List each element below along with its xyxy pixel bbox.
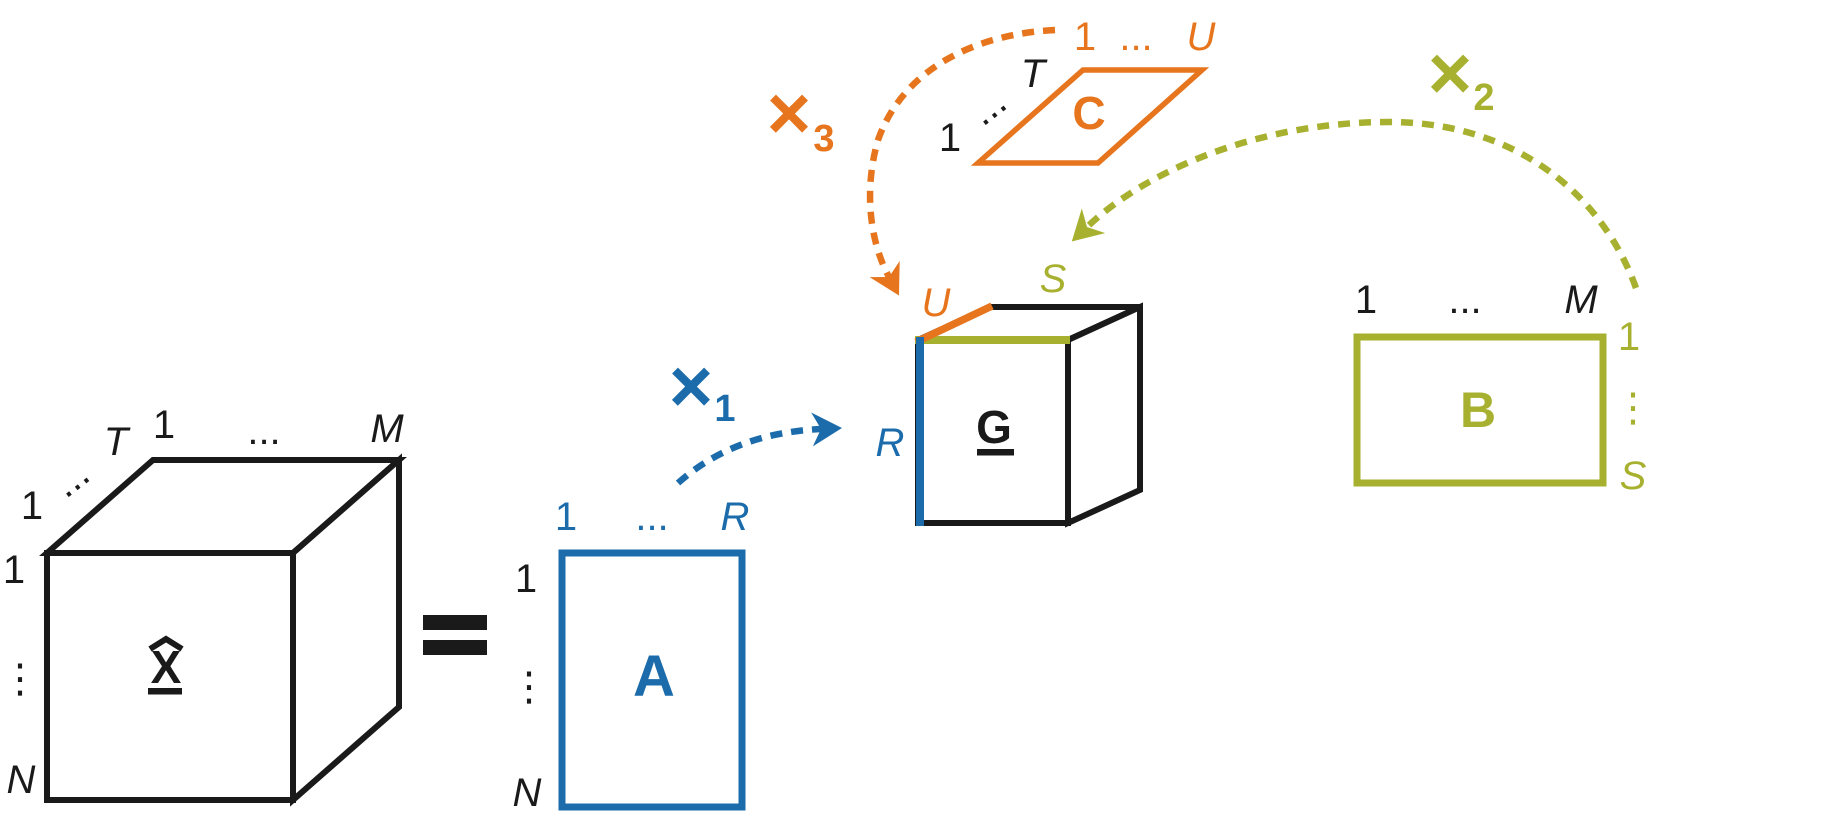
mode2-times-subscript: 2 xyxy=(1473,77,1494,119)
matrix-a: A 1 ... R 1 ⋮ N xyxy=(509,495,749,815)
core-g-dim-top: S xyxy=(1040,257,1067,301)
matrix-c-box xyxy=(970,67,1210,166)
mode2-arrow xyxy=(1071,118,1640,290)
x-axis-depth-last: T xyxy=(104,420,131,464)
mode3-product: × 3 xyxy=(767,26,1056,296)
equals-bar-bottom xyxy=(423,640,487,655)
matrix-c-label: C xyxy=(1072,87,1105,139)
mode3-times-subscript: 3 xyxy=(813,118,834,160)
c-axis-depth-last: T xyxy=(1021,52,1048,96)
x-axis-left-first: 1 xyxy=(3,548,25,592)
matrix-b-label: B xyxy=(1460,382,1496,438)
b-axis-right-dots: ⋮ xyxy=(1613,386,1653,430)
mode2-times-symbol: × xyxy=(1428,31,1472,116)
a-axis-top-first: 1 xyxy=(555,495,577,539)
x-axis-top-dots: ... xyxy=(247,409,280,453)
mode3-arrow xyxy=(866,26,1056,296)
b-axis-top-dots: ... xyxy=(1448,278,1481,322)
core-g-dim-depth: U xyxy=(922,281,952,325)
c-axis-top-dots: ... xyxy=(1119,15,1152,59)
matrix-b: B 1 ... M 1 ⋮ S xyxy=(1353,278,1653,498)
x-axis-depth-first: 1 xyxy=(21,484,43,528)
x-axis-top-first: 1 xyxy=(153,403,175,447)
matrix-c: C 1 ... U T ... 1 xyxy=(939,15,1217,166)
mode1-arrow xyxy=(675,412,842,486)
core-g-depth-edge-u xyxy=(914,302,994,346)
b-axis-top-first: 1 xyxy=(1355,278,1377,322)
b-axis-right-first: 1 xyxy=(1618,315,1640,359)
x-axis-top-last: M xyxy=(370,407,404,451)
equals-bar-top xyxy=(423,615,487,630)
a-axis-top-dots: ... xyxy=(635,495,668,539)
core-g-dim-left: R xyxy=(876,421,905,465)
a-axis-left-last: N xyxy=(513,771,542,815)
mode1-product: × 1 xyxy=(669,344,842,486)
tensor-x-label: X xyxy=(151,641,182,693)
core-g-label: G xyxy=(976,401,1012,453)
a-axis-left-first: 1 xyxy=(515,557,537,601)
mode1-times-subscript: 1 xyxy=(714,388,735,430)
core-g-underline xyxy=(977,449,1014,456)
x-axis-left-last: N xyxy=(7,758,36,802)
c-axis-top-last: U xyxy=(1187,15,1217,59)
tensor-x-front-face xyxy=(44,550,296,803)
mode3-times-symbol: × xyxy=(767,71,811,156)
c-axis-depth-first: 1 xyxy=(939,116,961,160)
core-g-right-face xyxy=(1065,302,1143,528)
x-axis-depth-dots: ... xyxy=(44,451,97,506)
matrix-b-box xyxy=(1353,333,1607,487)
x-axis-left-dots: ⋮ xyxy=(0,657,40,701)
mode2-product: × 2 xyxy=(1071,31,1640,290)
matrix-a-box xyxy=(558,549,746,811)
matrix-a-label: A xyxy=(633,644,675,709)
c-axis-depth-dots: ... xyxy=(961,79,1014,134)
equals-sign xyxy=(423,615,487,655)
core-tensor-g: G R U S xyxy=(876,257,1143,528)
tensor-x-underline xyxy=(148,688,182,695)
mode1-times-symbol: × xyxy=(669,344,713,429)
a-axis-top-last: R xyxy=(721,495,750,539)
a-axis-left-dots: ⋮ xyxy=(509,665,549,709)
b-axis-top-last: M xyxy=(1564,278,1598,322)
tensor-x: X 1 ... M T ... 1 1 ⋮ N xyxy=(0,403,407,807)
b-axis-right-last: S xyxy=(1620,454,1647,498)
c-axis-top-first: 1 xyxy=(1074,15,1096,59)
hat-accent-icon xyxy=(148,635,184,652)
